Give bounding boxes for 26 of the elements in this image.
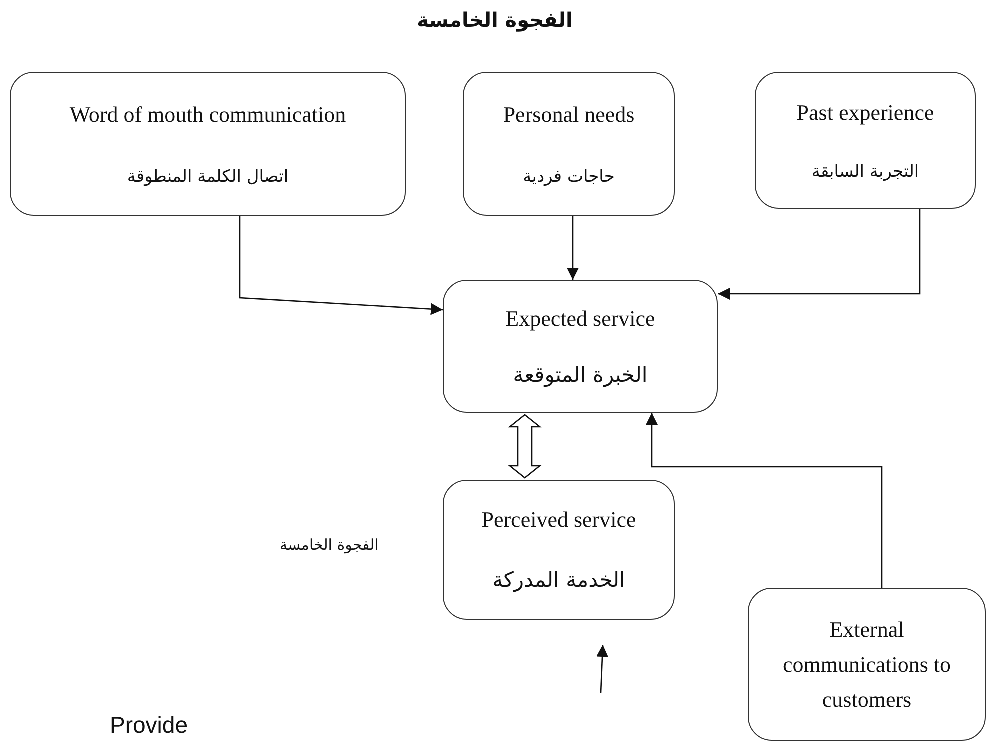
node-label: Perceived service (482, 506, 636, 534)
arrow (718, 209, 921, 300)
arrow (567, 216, 579, 280)
arrow (596, 644, 608, 694)
arabic-label: اتصال الكلمة المنطوقة (127, 166, 289, 189)
arrow (239, 216, 444, 316)
rounded-box (755, 72, 976, 209)
rounded-box (10, 72, 406, 216)
diagram-title: الفجوة الخامسة (416, 8, 574, 32)
node-label: Personal needs (503, 100, 635, 129)
text-label: Provide (110, 712, 188, 739)
rounded-box (748, 588, 986, 741)
arabic-label: الخدمة المدركة (492, 567, 626, 594)
arrow (646, 413, 883, 588)
node-label: Word of mouth communication (70, 100, 346, 129)
arabic-label: حاجات فردية (523, 166, 615, 189)
rounded-box (443, 480, 675, 620)
rounded-box (443, 280, 718, 413)
node-label: Past experience (796, 99, 934, 128)
gap-label: الفجوة الخامسة (280, 536, 379, 554)
double-block-arrow (508, 414, 542, 479)
rounded-box (463, 72, 675, 216)
arabic-label: الخبرة المتوقعة (513, 362, 648, 390)
node-label: Expected service (506, 304, 656, 333)
arabic-label: التجربة السابقة (812, 160, 920, 184)
node-label: External communications to customers (782, 616, 952, 714)
